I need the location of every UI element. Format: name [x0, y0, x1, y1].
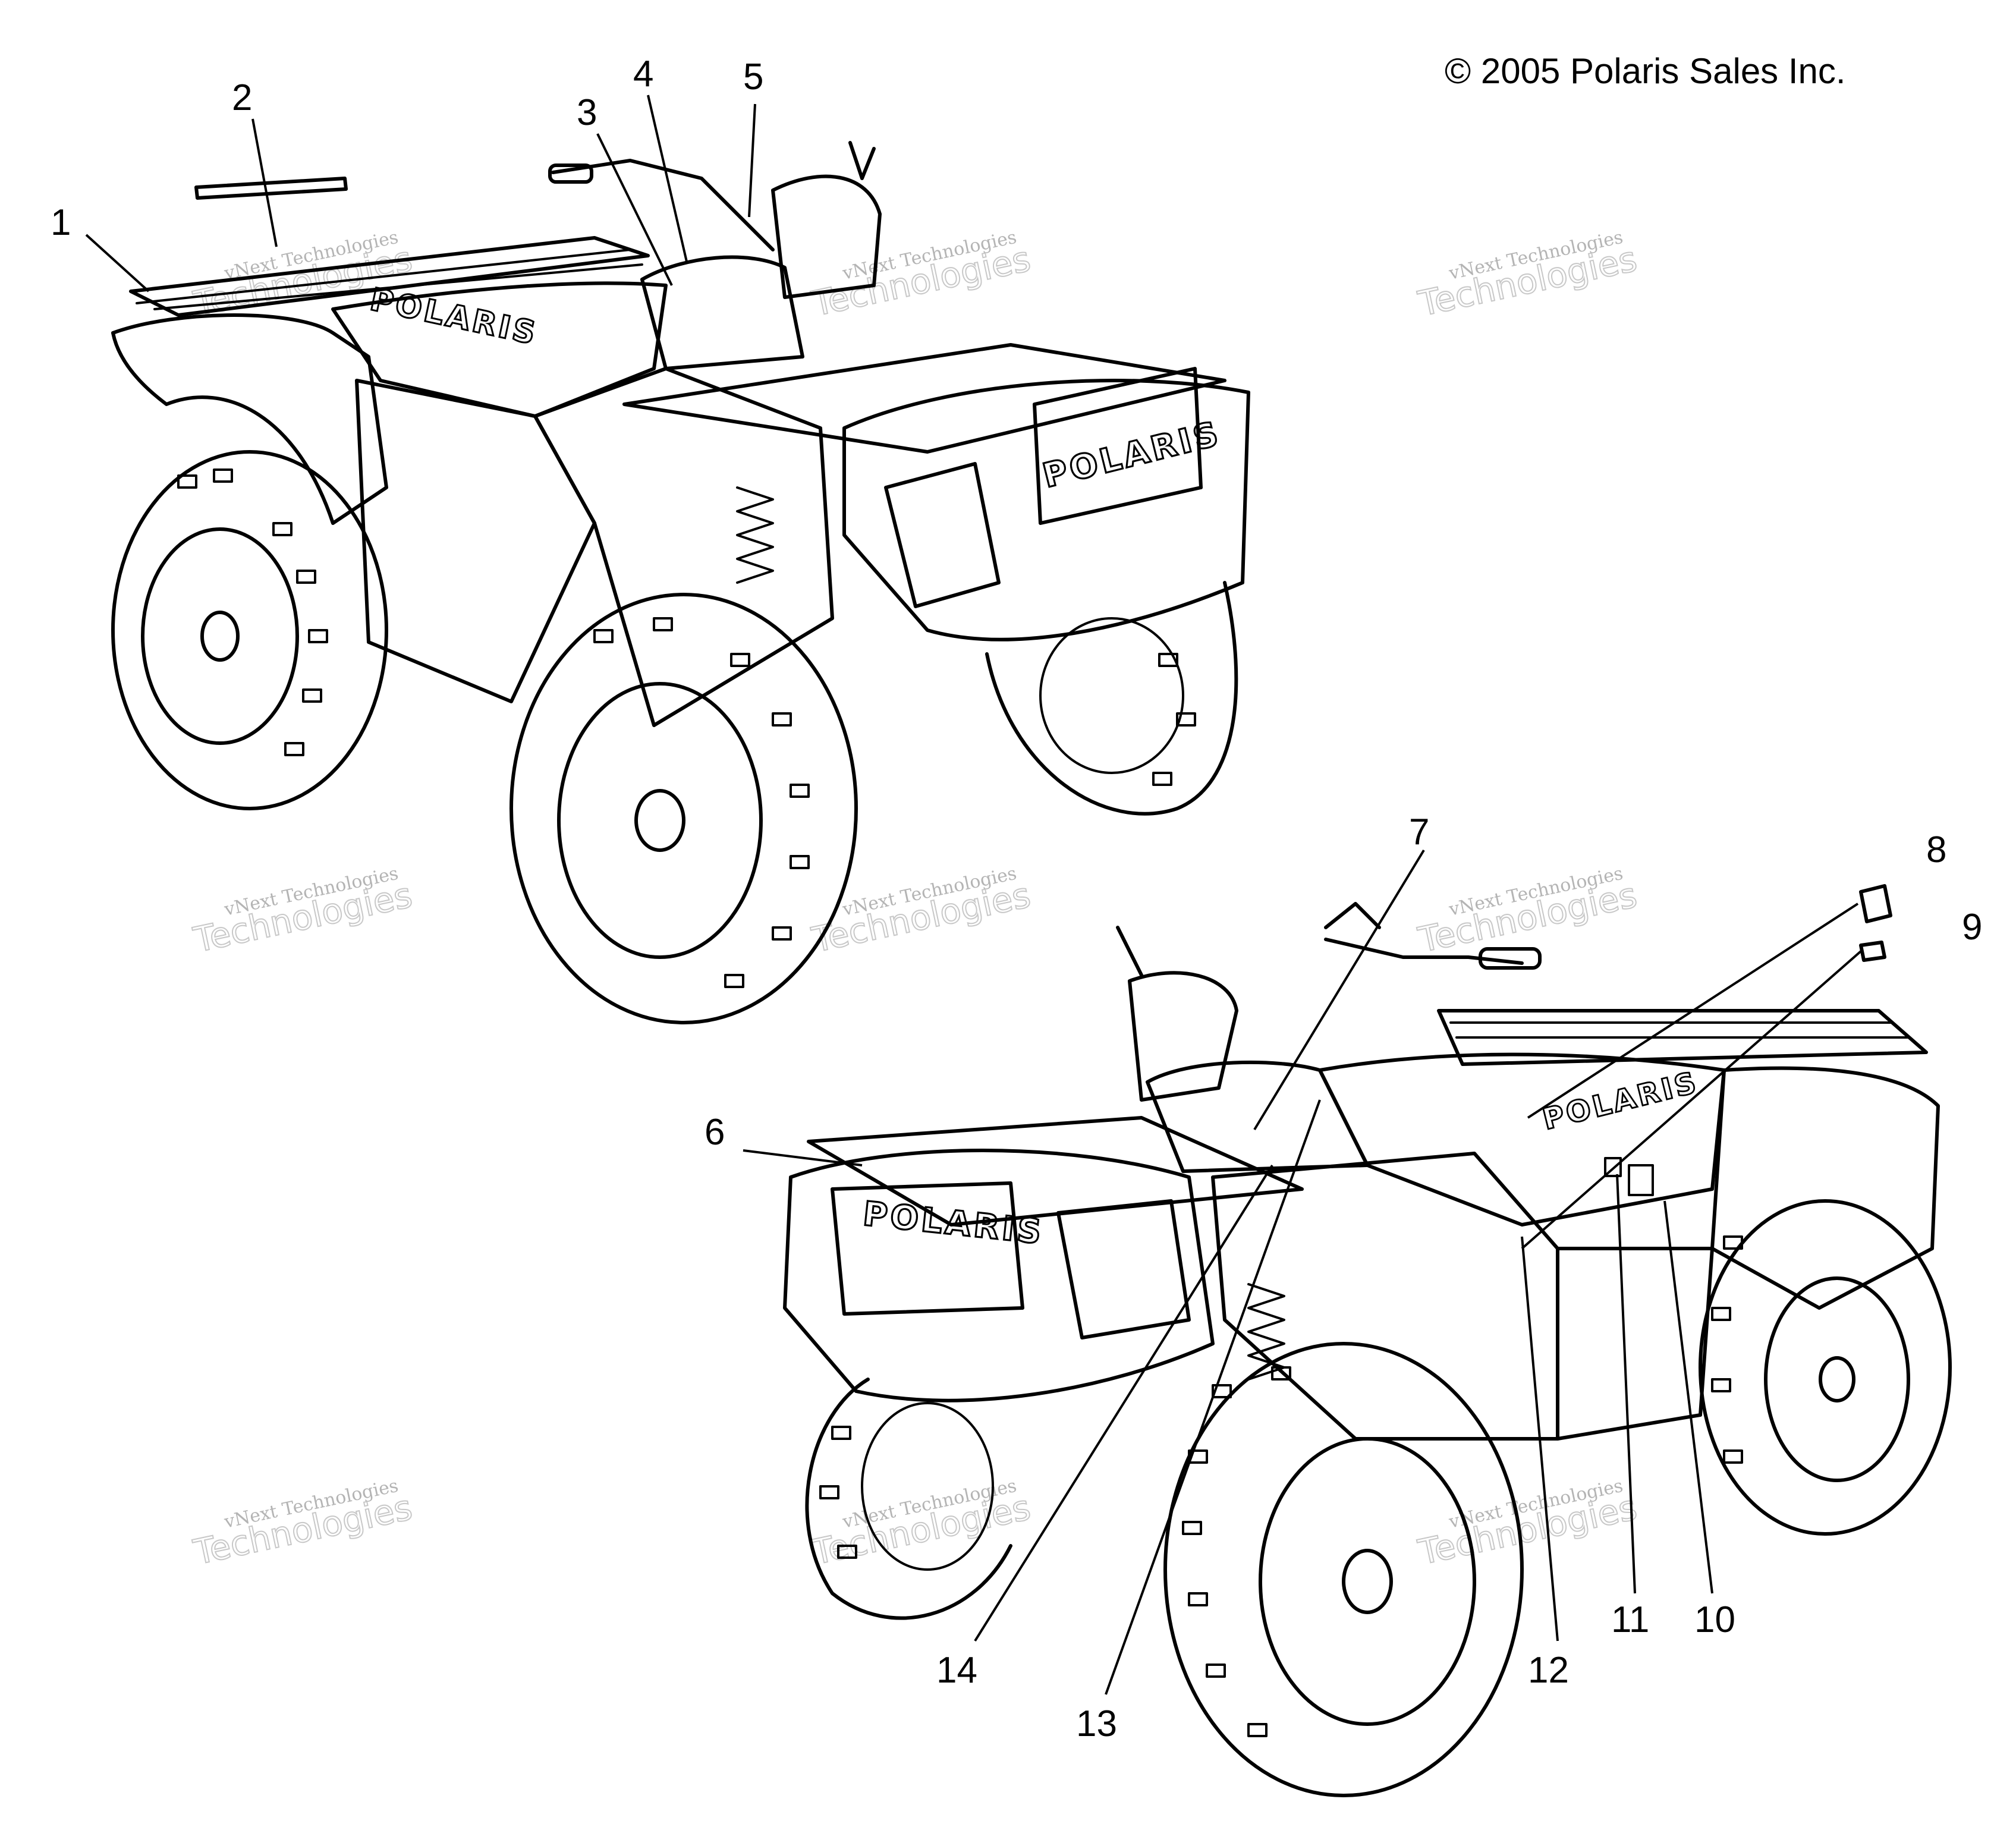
callout-9: 9 [1962, 907, 1982, 948]
wheel-front-near [1163, 1342, 1524, 1797]
decal-8 [1859, 884, 1892, 923]
wheel-rear [111, 450, 388, 810]
callout-11: 11 [1611, 1599, 1649, 1640]
watermark: vNext Technologies Technologies [1414, 227, 1641, 325]
callout-14: 14 [936, 1650, 977, 1691]
polaris-logo-front: POLARIS [861, 1194, 1046, 1252]
callout-8: 8 [1926, 829, 1946, 870]
wheel-front-far [805, 1378, 1012, 1620]
callout-7: 7 [1409, 812, 1429, 853]
tread-marks [819, 1235, 1743, 1737]
callout-4: 4 [633, 54, 653, 95]
watermark: vNext Technologies Technologies [190, 863, 417, 961]
watermark: vNext Technologies Technologies [1414, 1476, 1641, 1574]
polaris-logo-side: POLARIS [1539, 1065, 1702, 1137]
copyright-text: © 2005 Polaris Sales Inc. [1445, 51, 1846, 91]
callout-3: 3 [577, 92, 597, 133]
decal-9 [1859, 941, 1886, 962]
wheel-rear [1699, 1199, 1952, 1536]
callout-6: 6 [705, 1112, 725, 1153]
callout-5: 5 [743, 56, 763, 98]
decal-11 [1604, 1157, 1622, 1177]
wheel-front-near [509, 593, 858, 1024]
polaris-logo-front: POLARIS [1039, 414, 1225, 496]
callout-1: 1 [51, 202, 71, 243]
decal-10 [1628, 1164, 1654, 1196]
wheel-front-far [985, 581, 1238, 816]
decal-2 [194, 177, 348, 200]
watermark: vNext Technologies Technologies [1414, 863, 1641, 961]
watermark: vNext Technologies Technologies [808, 227, 1035, 325]
tread-marks [177, 468, 1196, 988]
callout-10: 10 [1694, 1599, 1735, 1640]
callout-2: 2 [232, 77, 252, 118]
watermarks: vNext Technologies Technologies vNext Te… [190, 227, 1641, 1574]
callout-13: 13 [1076, 1703, 1117, 1744]
watermark: vNext Technologies Technologies [190, 1476, 417, 1574]
callouts: 1 2 3 4 5 6 7 8 9 10 11 12 13 14 [51, 54, 1982, 1744]
watermark: vNext Technologies Technologies [808, 863, 1035, 961]
leader-lines [85, 95, 1862, 1695]
callout-12: 12 [1528, 1650, 1569, 1691]
